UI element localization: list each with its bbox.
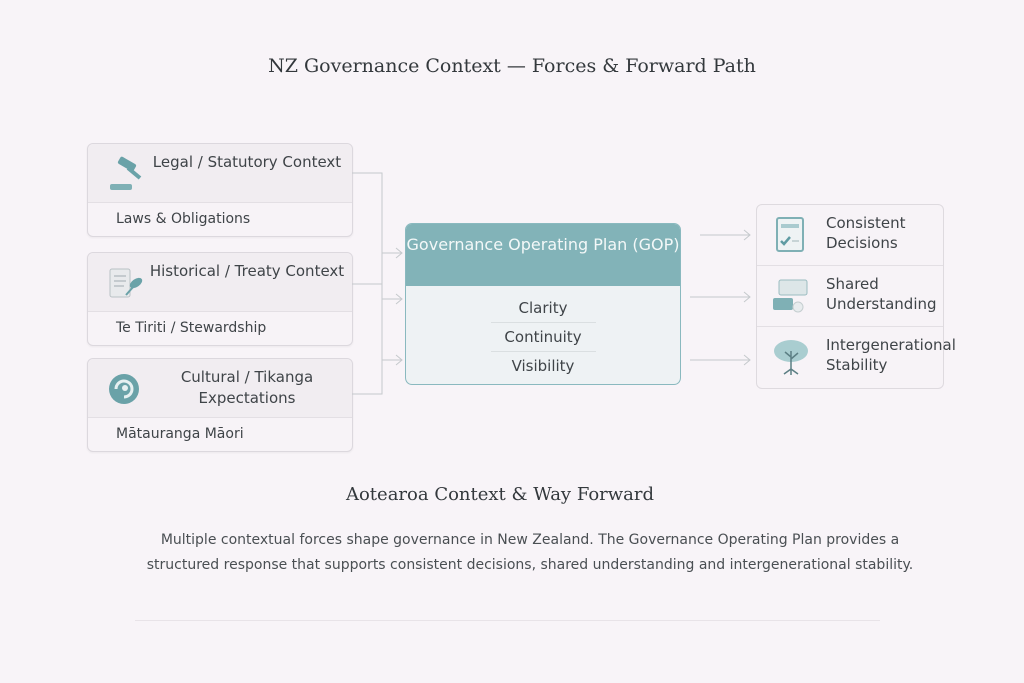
outcome-item: Shared Understanding [757,266,943,327]
gop-title: Governance Operating Plan (GOP) [406,224,680,286]
context-title: Cultural / Tikanga Expectations [180,368,314,407]
gop-item: Visibility [490,351,596,380]
outcomes-box: Consistent Decisions Shared Understandin… [756,204,956,389]
checklist-icon [776,217,804,252]
tree-icon [774,340,808,375]
context-box-legal: Legal / Statutory Context Laws & Obligat… [87,143,353,237]
context-subtitle: Te Tiriti / Stewardship [116,320,267,336]
outcome-arrows [690,229,751,366]
context-box-historical: Historical / Treaty Context Te Tiriti / … [87,252,353,346]
chat-bubbles-icon [773,279,808,313]
koru-icon [109,374,139,404]
gop-item: Continuity [490,322,596,351]
section-body: Multiple contextual forces shape governa… [146,532,914,573]
context-title: Legal / Statutory Context [152,153,342,171]
context-subtitle: Mātauranga Māori [116,426,244,442]
connector-lines [352,172,403,395]
scroll-quill-icon [109,268,143,298]
gop-box: Governance Operating Plan (GOP) Clarity … [405,223,681,385]
outcome-item: Consistent Decisions [757,205,943,266]
diagram-title: NZ Governance Context — Forces & Forward… [268,55,756,77]
section-title: Aotearoa Context & Way Forward [345,484,655,505]
outcome-label: Shared Understanding [826,275,937,313]
outcome-item: Intergenerational Stability [757,327,956,387]
divider [135,620,880,621]
outcome-label: Intergenerational Stability [826,336,956,374]
context-subtitle: Laws & Obligations [116,211,251,227]
outcome-label: Consistent Decisions [826,214,906,252]
gavel-icon [110,156,142,190]
context-box-cultural: Cultural / Tikanga Expectations Mātauran… [87,358,353,452]
context-title: Historical / Treaty Context [149,262,345,280]
gop-item: Clarity [518,299,568,317]
